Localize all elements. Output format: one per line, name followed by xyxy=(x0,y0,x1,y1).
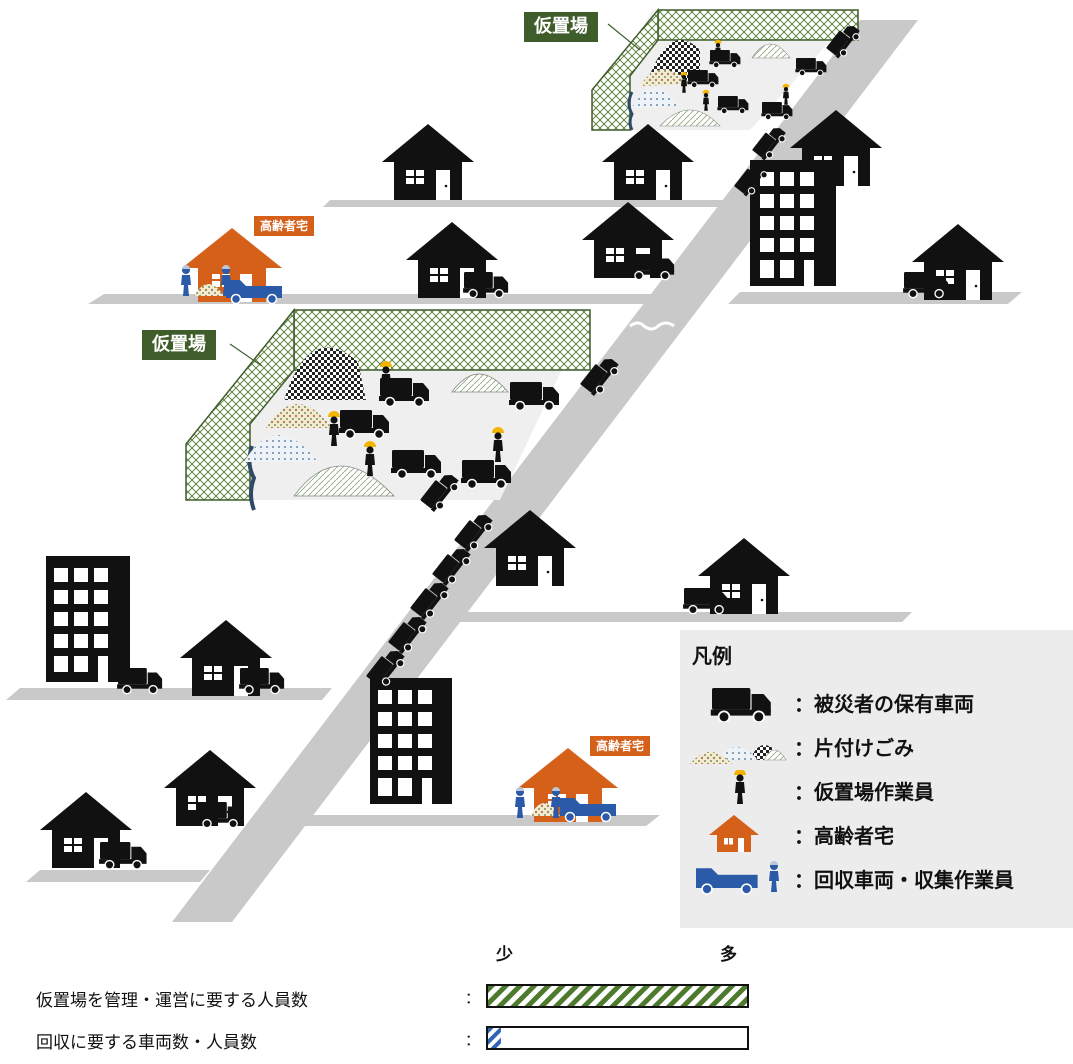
scale-bar-collection xyxy=(486,1026,749,1050)
vehicle-queue xyxy=(364,20,864,692)
scale-row-label-site: 仮置場を管理・運営に要する人員数 xyxy=(36,991,308,1011)
side-road-7 xyxy=(26,870,210,882)
legend-item-worker: ：仮置場作業員 xyxy=(680,770,1073,810)
legend-label-elderly: ：高齢者宅 xyxy=(794,824,894,848)
scale-bar-site xyxy=(486,984,749,1008)
resource-scale: 少 多 仮置場を管理・運営に要する人員数 ： 回収に要する車両数・人員数 ： xyxy=(0,940,1073,1064)
temp-site-label-upper: 仮置場 xyxy=(524,12,598,42)
scale-row-colon-site: ： xyxy=(465,989,481,1007)
side-road-5 xyxy=(454,612,912,622)
legend-label-vehicle: ：被災者の保有車両 xyxy=(794,692,974,716)
legend-title: 凡例 xyxy=(692,644,732,668)
scale-bar-fill-collection xyxy=(488,1028,501,1048)
legend-item-collection: ：回収車両・収集作業員 xyxy=(680,858,1073,898)
collection-truck-worker-icon xyxy=(696,861,779,895)
elderly-home-label-upper: 高齢者宅 xyxy=(254,216,315,236)
main-road xyxy=(172,20,918,922)
truck-icon xyxy=(710,688,771,722)
apartment-buildings xyxy=(46,160,836,804)
site-worker-icon xyxy=(734,770,746,804)
temp-site-label-lower: 仮置場 xyxy=(142,330,216,360)
scale-row-label-collection: 回収に要する車両数・人員数 xyxy=(36,1033,257,1053)
scale-bar-fill-site xyxy=(488,986,747,1006)
legend-label-debris: ：片付けごみ xyxy=(794,736,914,760)
scale-high-label: 多 xyxy=(720,945,737,965)
temp-site-lower xyxy=(185,307,591,511)
legend-panel: 凡例 ：被災者の保有車両 ：片付けごみ xyxy=(680,630,1073,928)
debris-pile-icon xyxy=(690,745,787,764)
legend-item-elderly: ：高齢者宅 xyxy=(680,814,1073,854)
elderly-home-icon xyxy=(709,815,759,852)
elderly-home-label-lower: 高齢者宅 xyxy=(590,736,651,756)
legend-item-debris: ：片付けごみ xyxy=(680,726,1073,766)
legend-item-vehicle: ：被災者の保有車両 xyxy=(680,682,1073,722)
scale-low-label: 少 xyxy=(496,945,513,965)
elderly-homes xyxy=(181,228,618,823)
temp-site-upper xyxy=(591,7,859,131)
scale-row-colon-collection: ： xyxy=(465,1031,481,1049)
legend-label-worker: ：仮置場作業員 xyxy=(794,780,934,804)
legend-label-collection: ：回収車両・収集作業員 xyxy=(794,868,1014,892)
